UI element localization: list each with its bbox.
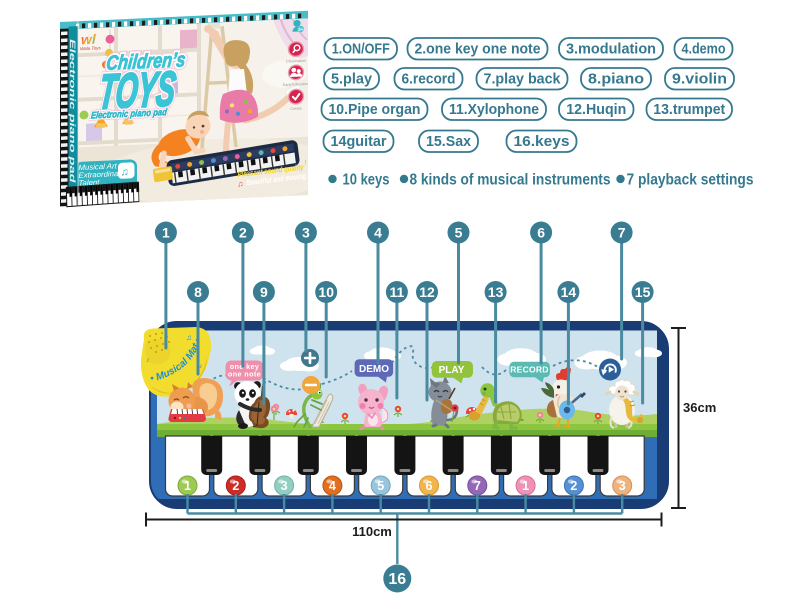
svg-text:5.play: 5.play <box>331 71 373 88</box>
svg-text:4: 4 <box>329 479 336 493</box>
svg-text:Wala Toys: Wala Toys <box>80 45 101 51</box>
svg-text:7: 7 <box>618 225 626 241</box>
svg-text:3+: 3+ <box>298 27 304 33</box>
svg-text:DEMO: DEMO <box>359 364 389 375</box>
svg-text:♫: ♫ <box>121 166 129 178</box>
svg-text:TOYS: TOYS <box>96 62 178 120</box>
svg-text:4.demo: 4.demo <box>682 41 726 58</box>
svg-text:5: 5 <box>455 225 463 241</box>
svg-text:♫: ♫ <box>186 333 192 342</box>
svg-text:2: 2 <box>232 479 239 493</box>
svg-text:7 playback settings: 7 playback settings <box>627 172 754 189</box>
svg-text:13.trumpet: 13.trumpet <box>653 101 725 118</box>
svg-text:RECORD: RECORD <box>510 365 548 375</box>
svg-text:TOYS: TOYS <box>96 62 178 120</box>
svg-text:6: 6 <box>426 479 433 493</box>
svg-text:Create: Create <box>290 106 301 110</box>
svg-text:♪: ♪ <box>146 357 150 364</box>
svg-text:3: 3 <box>619 479 626 493</box>
svg-text:15: 15 <box>635 284 651 300</box>
svg-text:Early Education: Early Education <box>283 82 310 87</box>
svg-text:15.Sax: 15.Sax <box>426 133 472 150</box>
svg-text:♪: ♪ <box>199 363 203 370</box>
svg-text:2: 2 <box>239 225 247 241</box>
svg-text:3.modulation: 3.modulation <box>566 41 656 58</box>
svg-text:11: 11 <box>389 284 404 300</box>
svg-text:3: 3 <box>281 479 288 493</box>
svg-text:1.ON/OFF: 1.ON/OFF <box>332 41 390 58</box>
svg-text:Extraordinary: Extraordinary <box>79 169 126 180</box>
svg-text:wl: wl <box>81 32 97 47</box>
svg-text:9: 9 <box>260 284 268 300</box>
svg-text:Electronic piano pad: Electronic piano pad <box>68 39 77 184</box>
svg-text:1: 1 <box>162 225 170 241</box>
svg-text:8.piano: 8.piano <box>588 71 644 88</box>
svg-text:Observation: Observation <box>286 59 306 64</box>
svg-text:36cm: 36cm <box>683 400 716 415</box>
svg-text:6.record: 6.record <box>402 71 456 88</box>
svg-text:one note: one note <box>228 370 261 379</box>
svg-text:14: 14 <box>561 284 577 300</box>
svg-text:2: 2 <box>570 479 577 493</box>
svg-text:5: 5 <box>377 479 384 493</box>
svg-text:Electronic piano pad: Electronic piano pad <box>90 107 168 121</box>
svg-text:13: 13 <box>488 284 504 300</box>
svg-text:8: 8 <box>194 284 202 300</box>
svg-text:12.Huqin: 12.Huqin <box>566 101 626 118</box>
svg-text:2.one key one note: 2.one key one note <box>415 41 541 58</box>
svg-text:♫: ♫ <box>237 179 244 188</box>
svg-text:7: 7 <box>474 479 481 493</box>
svg-text:PLAY: PLAY <box>439 365 465 376</box>
svg-text:1: 1 <box>184 479 191 493</box>
svg-text:16: 16 <box>388 571 406 588</box>
svg-text:TOYS: TOYS <box>96 62 178 120</box>
svg-text:7.play back: 7.play back <box>484 71 562 88</box>
svg-text:3: 3 <box>302 225 310 241</box>
svg-text:Children’s: Children’s <box>105 49 186 75</box>
svg-text:14guitar: 14guitar <box>331 133 387 150</box>
svg-text:11.Xylophone: 11.Xylophone <box>449 101 539 118</box>
svg-text:Musical Art: Musical Art <box>79 161 118 172</box>
svg-text:!: ! <box>304 159 308 166</box>
svg-text:16.keys: 16.keys <box>514 133 570 150</box>
svg-text:12: 12 <box>419 284 435 300</box>
svg-text:Talent: Talent <box>79 178 101 188</box>
svg-text:4: 4 <box>374 225 382 241</box>
svg-text:10.Pipe organ: 10.Pipe organ <box>329 101 421 118</box>
svg-text:8 kinds of musical instruments: 8 kinds of musical instruments <box>410 172 611 189</box>
svg-text:10: 10 <box>318 284 334 300</box>
svg-text:10 keys: 10 keys <box>343 172 390 189</box>
svg-text:9.violin: 9.violin <box>672 71 727 88</box>
svg-text:6: 6 <box>537 225 545 241</box>
svg-text:1: 1 <box>522 479 529 493</box>
svg-text:Electronic piano pad: Electronic piano pad <box>90 107 168 121</box>
svg-text:110cm: 110cm <box>352 524 392 539</box>
